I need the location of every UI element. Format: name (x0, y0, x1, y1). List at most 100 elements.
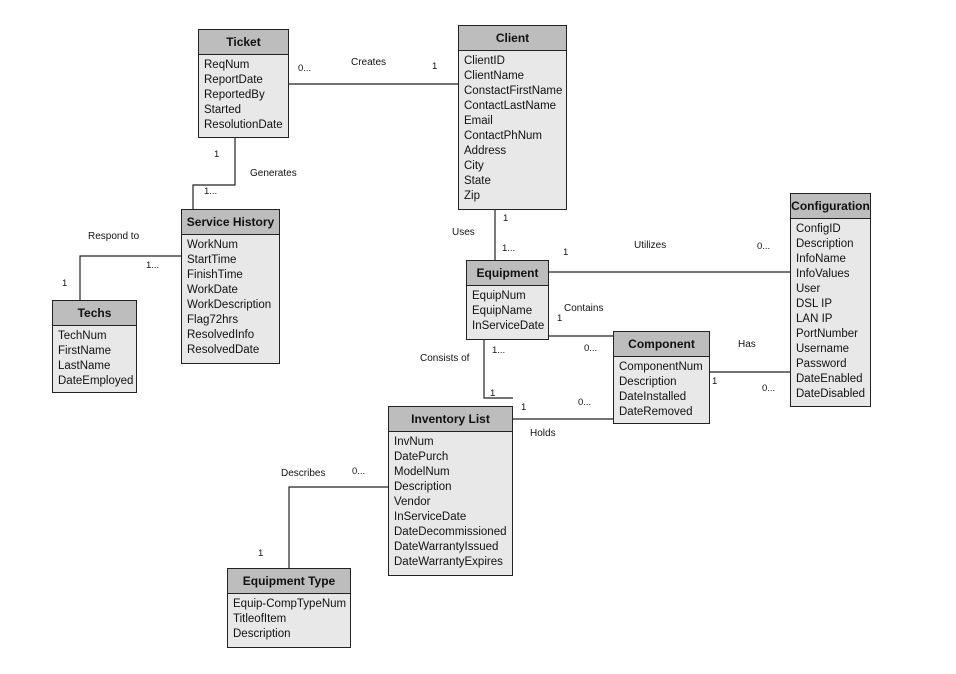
attribute: Description (619, 376, 677, 388)
attribute: Description (394, 481, 452, 493)
line-generates (192, 138, 236, 209)
attribute: DateInstalled (619, 391, 687, 403)
attribute: InServiceDate (394, 511, 467, 523)
attribute: DateWarrantyExpires (394, 556, 503, 568)
attribute: WorkNum (187, 239, 238, 251)
attribute: ReqNum (204, 59, 250, 71)
relationship-label-describes: Describes (281, 468, 326, 479)
attribute: InfoName (796, 253, 846, 265)
relationship-label-has: Has (738, 339, 756, 350)
attribute: ReportDate (204, 74, 263, 86)
attribute-list: ComponentNum Description DateInstalled D… (614, 357, 709, 424)
line-consists-of (483, 340, 513, 399)
attribute: ModelNum (394, 466, 450, 478)
cardinality-techs-respond-to: 1 (62, 278, 68, 289)
attribute: Description (233, 628, 291, 640)
cardinality-equipment-utilizes: 1 (563, 247, 569, 258)
attribute: LAN IP (796, 313, 833, 325)
attribute: EquipName (472, 305, 533, 317)
attribute: User (796, 283, 821, 295)
attribute: DSL IP (796, 298, 833, 310)
attribute: StartTime (187, 254, 237, 266)
attribute: Username (796, 343, 850, 355)
attribute: ResolvedDate (187, 344, 260, 356)
attribute: Started (204, 104, 242, 116)
cardinality-inventory-holds: 1 (521, 402, 527, 413)
attribute: FinishTime (187, 269, 243, 281)
cardinality-ticket-creates: 0... (298, 63, 312, 74)
attribute: DateEmployed (58, 375, 134, 387)
attribute: ConstactFirstName (464, 85, 563, 97)
entity-ticket: Ticket ReqNum ReportDate ReportedBy Star… (198, 29, 289, 138)
attribute: DateDecommissioned (394, 526, 507, 538)
cardinality-component-holds: 0... (578, 397, 592, 408)
attribute: ClientName (464, 70, 525, 82)
attribute: DateRemoved (619, 406, 693, 418)
attribute: ComponentNum (619, 361, 703, 373)
attribute: DatePurch (394, 451, 449, 463)
attribute: FirstName (58, 345, 112, 357)
relationship-label-generates: Generates (250, 168, 297, 179)
cardinality-ticket-generates: 1 (214, 149, 220, 160)
entity-title: Client (459, 26, 566, 51)
cardinality-component-contains: 0... (584, 343, 598, 354)
attribute: ContactPhNum (464, 130, 542, 142)
attribute: ResolutionDate (204, 119, 283, 131)
cardinality-component-has: 1 (712, 376, 718, 387)
entity-equipment-type: Equipment Type Equip-CompTypeNum Titleof… (227, 568, 351, 648)
attribute: WorkDate (187, 284, 238, 296)
attribute: Description (796, 238, 854, 250)
entity-equipment: Equipment EquipNum EquipName InServiceDa… (466, 260, 549, 340)
entity-title: Equipment Type (228, 569, 350, 594)
entity-title: Service History (182, 210, 279, 235)
entity-title: Techs (53, 301, 136, 326)
entity-title: Ticket (199, 30, 288, 55)
entity-service-history: Service History WorkNum StartTime Finish… (181, 209, 280, 364)
line-describes (288, 486, 388, 568)
attribute: DateWarrantyIssued (394, 541, 499, 553)
relationship-label-creates: Creates (351, 57, 387, 68)
attribute: ClientID (464, 55, 505, 67)
attribute: State (464, 175, 491, 187)
attribute: Address (464, 145, 507, 157)
attribute: Password (796, 358, 847, 370)
entity-techs: Techs TechNum FirstName LastName DateEmp… (52, 300, 137, 393)
attribute: ConfigID (796, 223, 841, 235)
entity-title: Configuration (791, 194, 870, 219)
attribute: Equip-CompTypeNum (233, 598, 347, 610)
attribute: Flag72hrs (187, 314, 239, 326)
relationship-label-respond-to: Respond to (88, 231, 140, 242)
attribute: PortNumber (796, 328, 858, 340)
line-respond-to (79, 255, 182, 300)
relationship-label-uses: Uses (452, 227, 475, 238)
attribute-list: ConfigID Description InfoName InfoValues… (791, 219, 870, 406)
relationship-label-contains: Contains (564, 303, 604, 314)
attribute-list: ClientID ClientName ConstactFirstName Co… (459, 51, 566, 208)
cardinality-equipment-uses: 1... (502, 243, 516, 254)
attribute: TitleofItem (233, 613, 287, 625)
entity-title: Equipment (467, 261, 548, 286)
attribute: LastName (58, 360, 111, 372)
entity-title: Inventory List (389, 407, 512, 432)
entity-component: Component ComponentNum Description DateI… (613, 331, 710, 424)
attribute: Zip (464, 190, 480, 202)
entity-inventory-list: Inventory List InvNum DatePurch ModelNum… (388, 406, 513, 576)
cardinality-history-generates: 1... (204, 186, 218, 197)
attribute: InServiceDate (472, 320, 545, 332)
attribute: EquipNum (472, 290, 526, 302)
attribute: Vendor (394, 496, 431, 508)
attribute-list: EquipNum EquipName InServiceDate (467, 286, 548, 338)
cardinality-configuration-utilizes: 0... (757, 241, 771, 252)
attribute-list: ReqNum ReportDate ReportedBy Started Res… (199, 55, 288, 137)
cardinality-inventory-consists-of: 1 (490, 388, 496, 399)
attribute: InfoValues (796, 268, 850, 280)
attribute: ResolvedInfo (187, 329, 255, 341)
relationship-label-consists-of: Consists of (420, 353, 470, 364)
attribute-list: InvNum DatePurch ModelNum Description Ve… (389, 432, 512, 574)
cardinality-client-uses: 1 (503, 213, 509, 224)
cardinality-equipment-consists-of: 1... (492, 345, 506, 356)
attribute-list: TechNum FirstName LastName DateEmployed (53, 326, 136, 393)
cardinality-equipment-contains: 1 (557, 313, 563, 324)
